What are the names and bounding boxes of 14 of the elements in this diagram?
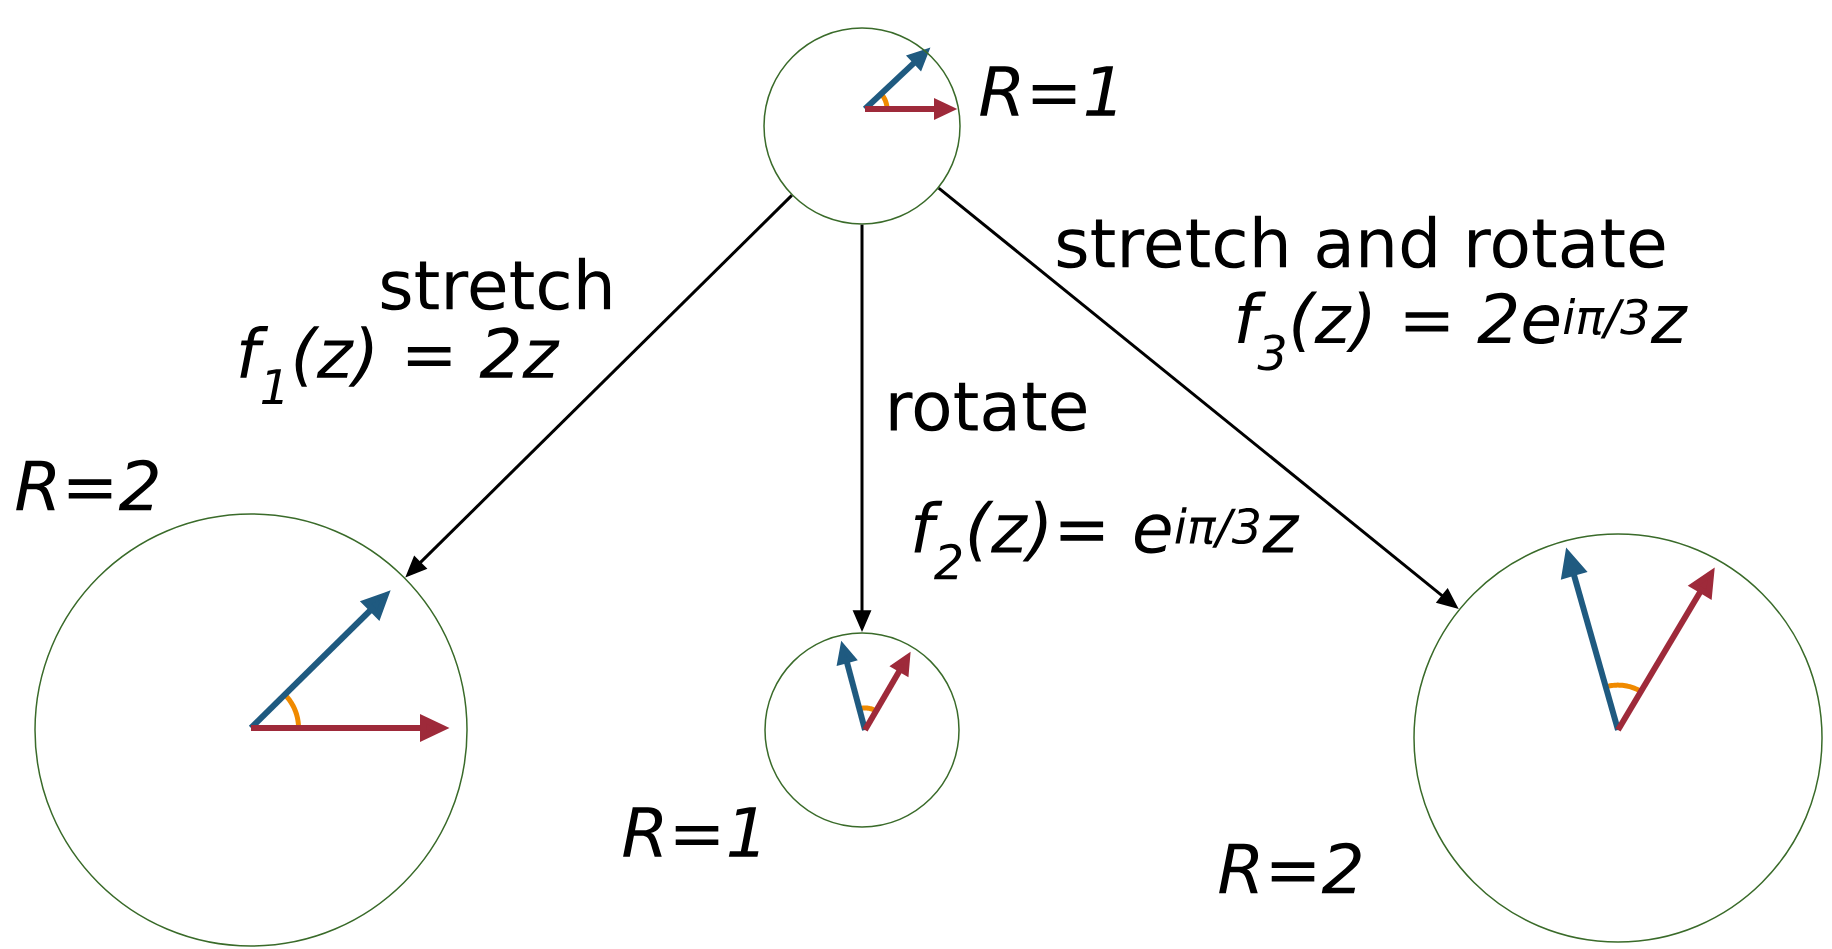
radius-label: R=1 xyxy=(980,66,1116,116)
radius-label: R=1 xyxy=(623,807,759,857)
edge-label: stretch and rotate xyxy=(1057,215,1665,269)
formula-label: f$_{2}$(z)= e$^{iπ/3}$z xyxy=(914,500,1300,580)
formula-label: f$_{1}$(z) = 2z xyxy=(240,326,560,404)
edge-label: rotate xyxy=(890,382,1086,432)
formula-label: f$_{3}$(z) = 2e$^{iπ/3}$z xyxy=(1238,291,1688,371)
circle xyxy=(34,513,468,947)
circle xyxy=(763,27,961,225)
edge-label: stretch xyxy=(381,257,611,311)
radius-label: R=2 xyxy=(1219,842,1361,894)
circle xyxy=(764,632,960,828)
circle xyxy=(1413,533,1823,943)
radius-label: R=2 xyxy=(16,459,158,511)
